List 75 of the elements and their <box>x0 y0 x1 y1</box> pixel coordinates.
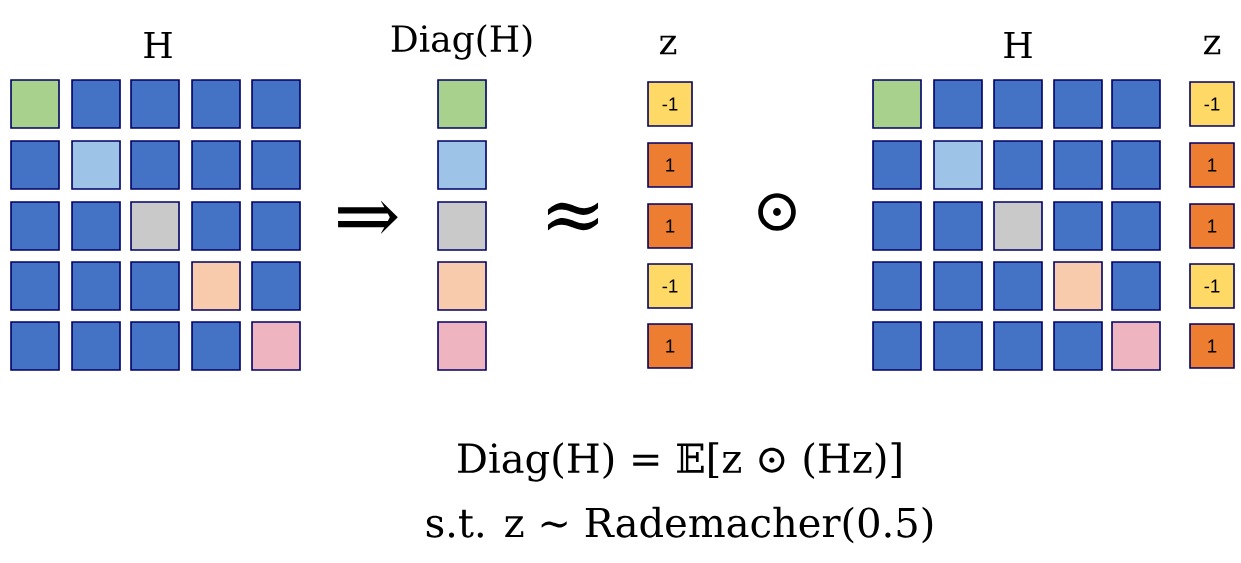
vector-cell: 1 <box>1189 203 1235 249</box>
implies-symbol: ⇒ <box>338 200 398 234</box>
matrix-cell <box>191 201 241 251</box>
matrix-cell <box>191 140 241 190</box>
matrix-cell <box>993 201 1043 251</box>
matrix-label: H <box>144 31 172 59</box>
matrix-cell <box>1111 201 1161 251</box>
matrix-cell <box>191 321 241 371</box>
matrix-cell <box>1053 79 1103 129</box>
matrix-cell <box>933 140 983 190</box>
vector-cell: 1 <box>1189 323 1235 369</box>
matrix-cell <box>1111 321 1161 371</box>
vector-cell: -1 <box>647 263 693 309</box>
matrix-cell <box>251 261 301 311</box>
matrix-cell <box>872 321 922 371</box>
matrix-cell <box>437 79 487 129</box>
matrix-cell <box>71 79 121 129</box>
matrix-cell <box>993 261 1043 311</box>
vector-label: Diag(H) <box>391 24 532 60</box>
matrix-cell <box>251 140 301 190</box>
matrix-cell <box>71 261 121 311</box>
matrix-cell <box>993 79 1043 129</box>
matrix-cell <box>437 201 487 251</box>
vector-cell: 1 <box>647 142 693 188</box>
matrix-cell <box>251 321 301 371</box>
matrix-cell <box>993 140 1043 190</box>
matrix-cell <box>933 201 983 251</box>
matrix-cell <box>437 321 487 371</box>
matrix-cell <box>130 140 180 190</box>
matrix-cell <box>993 321 1043 371</box>
matrix-cell <box>191 261 241 311</box>
vector-cell: -1 <box>1189 81 1235 127</box>
matrix-label: H <box>1004 31 1032 59</box>
matrix-cell <box>251 201 301 251</box>
matrix-cell <box>872 79 922 129</box>
vector-cell: 1 <box>647 323 693 369</box>
vector-cell: 1 <box>1189 142 1235 188</box>
matrix-cell <box>1053 261 1103 311</box>
matrix-cell <box>130 79 180 129</box>
vector-label: z <box>1203 35 1221 55</box>
equation: s.t. z ∼ Rademacher(0.5) <box>426 506 933 544</box>
matrix-cell <box>1053 201 1103 251</box>
matrix-cell <box>71 201 121 251</box>
matrix-cell <box>872 140 922 190</box>
matrix-cell <box>1053 140 1103 190</box>
matrix-cell <box>872 261 922 311</box>
matrix-cell <box>1111 261 1161 311</box>
vector-cell: -1 <box>1189 263 1235 309</box>
matrix-cell <box>10 79 60 129</box>
hadamard-symbol: ⊙ <box>758 193 796 231</box>
matrix-cell <box>933 321 983 371</box>
vector-cell: 1 <box>647 203 693 249</box>
matrix-cell <box>1111 79 1161 129</box>
matrix-cell <box>130 321 180 371</box>
vector-label: z <box>659 35 677 55</box>
matrix-cell <box>437 261 487 311</box>
matrix-cell <box>933 261 983 311</box>
matrix-cell <box>71 321 121 371</box>
matrix-cell <box>1053 321 1103 371</box>
matrix-cell <box>191 79 241 129</box>
matrix-cell <box>872 201 922 251</box>
matrix-cell <box>437 140 487 190</box>
matrix-cell <box>251 79 301 129</box>
equation: Diag(H) = 𝔼[z ⊙ (Hz)] <box>458 442 901 482</box>
approx-symbol: ≈ <box>547 202 599 231</box>
matrix-cell <box>10 201 60 251</box>
matrix-cell <box>10 140 60 190</box>
matrix-cell <box>130 261 180 311</box>
matrix-cell <box>10 261 60 311</box>
matrix-cell <box>71 140 121 190</box>
matrix-cell <box>1111 140 1161 190</box>
matrix-cell <box>933 79 983 129</box>
matrix-cell <box>130 201 180 251</box>
vector-cell: -1 <box>647 81 693 127</box>
matrix-cell <box>10 321 60 371</box>
